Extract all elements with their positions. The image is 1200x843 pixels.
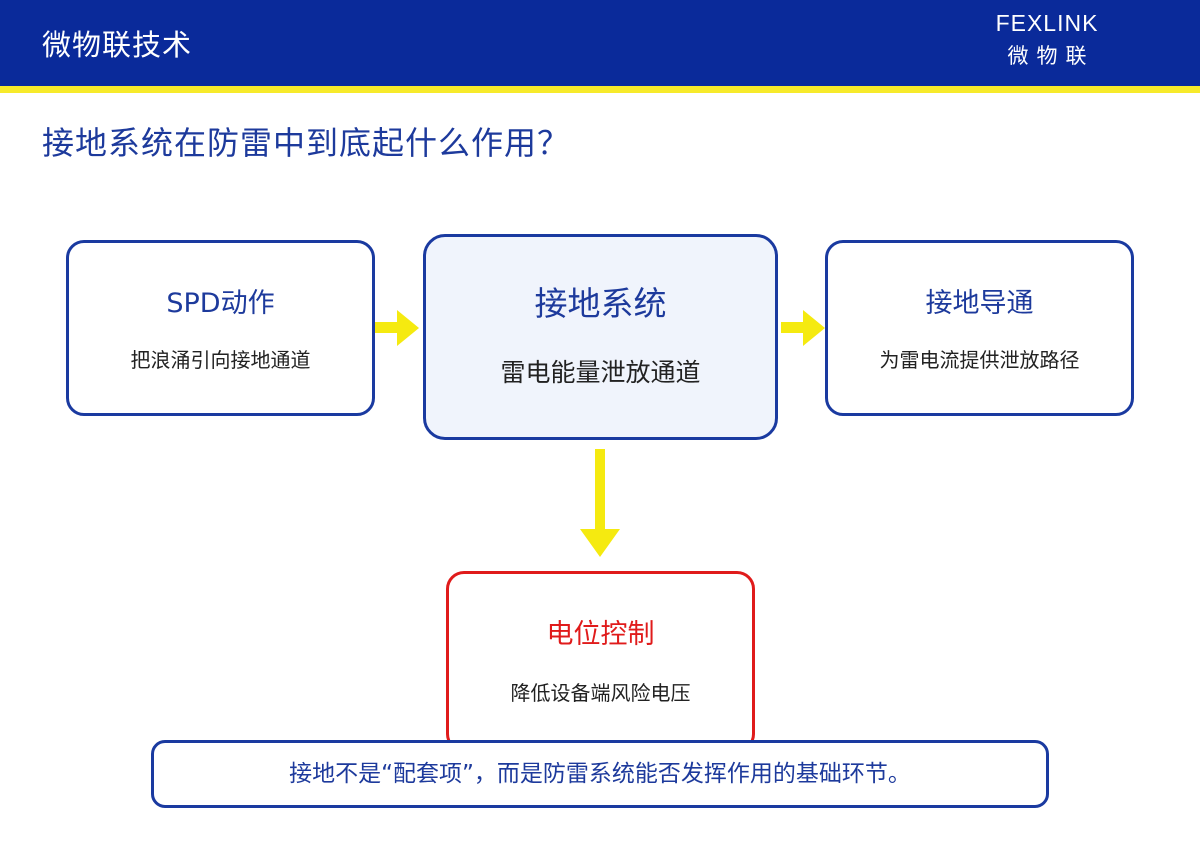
header-bar: 微物联技术 FEXLINK 微物联	[0, 0, 1200, 86]
logo-chinese-name: 微物联	[1007, 44, 1095, 68]
node-title: 接地导通	[925, 288, 1034, 319]
arrow-grounding-to-conduction	[781, 310, 825, 346]
node-subtitle: 雷电能量泄放通道	[500, 358, 701, 387]
node-subtitle: 把浪涌引向接地通道	[130, 348, 311, 372]
node-subtitle: 降低设备端风险电压	[510, 681, 691, 705]
logo-wordmark: FEXLINK	[995, 10, 1099, 36]
arrow-spd-to-grounding	[375, 310, 419, 346]
summary-note: 接地不是“配套项”，而是防雷系统能否发挥作用的基础环节。	[151, 740, 1049, 808]
node-ground-conduction: 接地导通 为雷电流提供泄放路径	[825, 240, 1134, 416]
header-title: 微物联技术	[42, 28, 193, 62]
node-spd-action: SPD动作 把浪涌引向接地通道	[66, 240, 375, 416]
brand-logo: FEXLINK 微物联	[988, 9, 1106, 71]
node-potential-control: 电位控制 降低设备端风险电压	[446, 571, 755, 752]
node-grounding-system: 接地系统 雷电能量泄放通道	[423, 234, 778, 440]
node-title: SPD动作	[166, 288, 275, 319]
slide-title: 接地系统在防雷中到底起什么作用？	[42, 124, 571, 162]
node-subtitle: 为雷电流提供泄放路径	[879, 348, 1080, 372]
arrow-grounding-to-potential	[580, 449, 620, 557]
header-accent-stripe	[0, 86, 1200, 93]
node-title: 接地系统	[534, 284, 667, 323]
node-title: 电位控制	[546, 619, 655, 650]
